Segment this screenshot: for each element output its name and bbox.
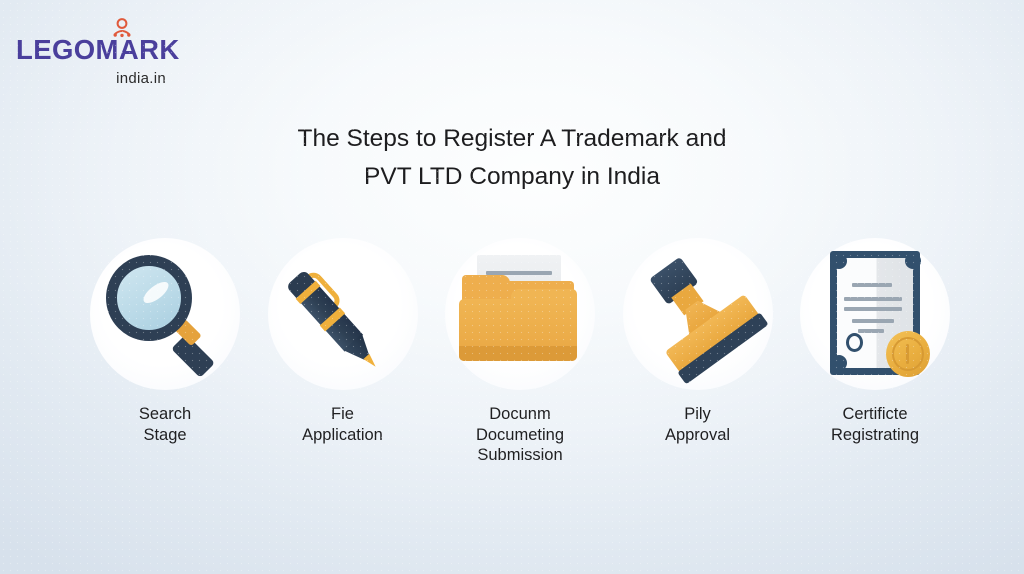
step-icon-disc bbox=[800, 238, 950, 390]
person-pin-icon bbox=[113, 18, 131, 38]
step-approval[interactable]: Pily Approval bbox=[613, 238, 783, 445]
step-certificate-registration[interactable]: Certificte Registrating bbox=[790, 238, 960, 445]
step-label-line: Fie bbox=[331, 405, 354, 423]
rubber-stamp-icon bbox=[633, 249, 769, 385]
step-icon-disc bbox=[90, 238, 240, 390]
folder-documents-icon bbox=[455, 249, 585, 379]
step-label-line: Approval bbox=[664, 425, 731, 444]
page-title: The Steps to Register A Trademark and PV… bbox=[0, 120, 1024, 196]
step-label-line: Application bbox=[302, 425, 383, 444]
brand-wordmark: LEGOMARK bbox=[16, 34, 180, 65]
step-document-submission[interactable]: Docunm Documeting Submission bbox=[435, 238, 605, 466]
step-label-line: Registrating bbox=[830, 425, 920, 444]
certificate-medal-icon bbox=[810, 249, 940, 379]
step-label: Docunm Documeting Submission bbox=[476, 404, 564, 466]
brand-subtitle: india.in bbox=[116, 69, 166, 87]
step-label-line: Search bbox=[138, 405, 192, 423]
step-label-line: Docunm bbox=[489, 405, 551, 423]
step-label-line: Documeting bbox=[475, 425, 565, 444]
step-label-line: Submission bbox=[477, 446, 563, 464]
step-file-application[interactable]: Fie Application bbox=[258, 238, 428, 445]
step-label: Search Stage bbox=[139, 404, 191, 445]
step-label: Certificte Registrating bbox=[831, 404, 919, 445]
step-label-line: Certificte bbox=[842, 405, 908, 423]
step-label: Fie Application bbox=[302, 404, 383, 445]
pen-icon bbox=[278, 249, 408, 379]
steps-row: Search Stage bbox=[80, 238, 960, 466]
step-label-line: Pily bbox=[684, 405, 711, 423]
step-label: Pily Approval bbox=[665, 404, 730, 445]
step-search-stage[interactable]: Search Stage bbox=[80, 238, 250, 445]
magnifying-glass-icon bbox=[100, 249, 230, 379]
step-icon-disc bbox=[445, 238, 595, 390]
step-icon-disc bbox=[267, 238, 418, 390]
step-icon-disc bbox=[622, 238, 773, 390]
step-label-line: Stage bbox=[143, 425, 187, 444]
page-title-line-1: The Steps to Register A Trademark and bbox=[297, 125, 727, 152]
brand-logo[interactable]: LEGOMARK india.in bbox=[16, 18, 216, 87]
page-title-line-2: PVT LTD Company in India bbox=[364, 163, 660, 190]
